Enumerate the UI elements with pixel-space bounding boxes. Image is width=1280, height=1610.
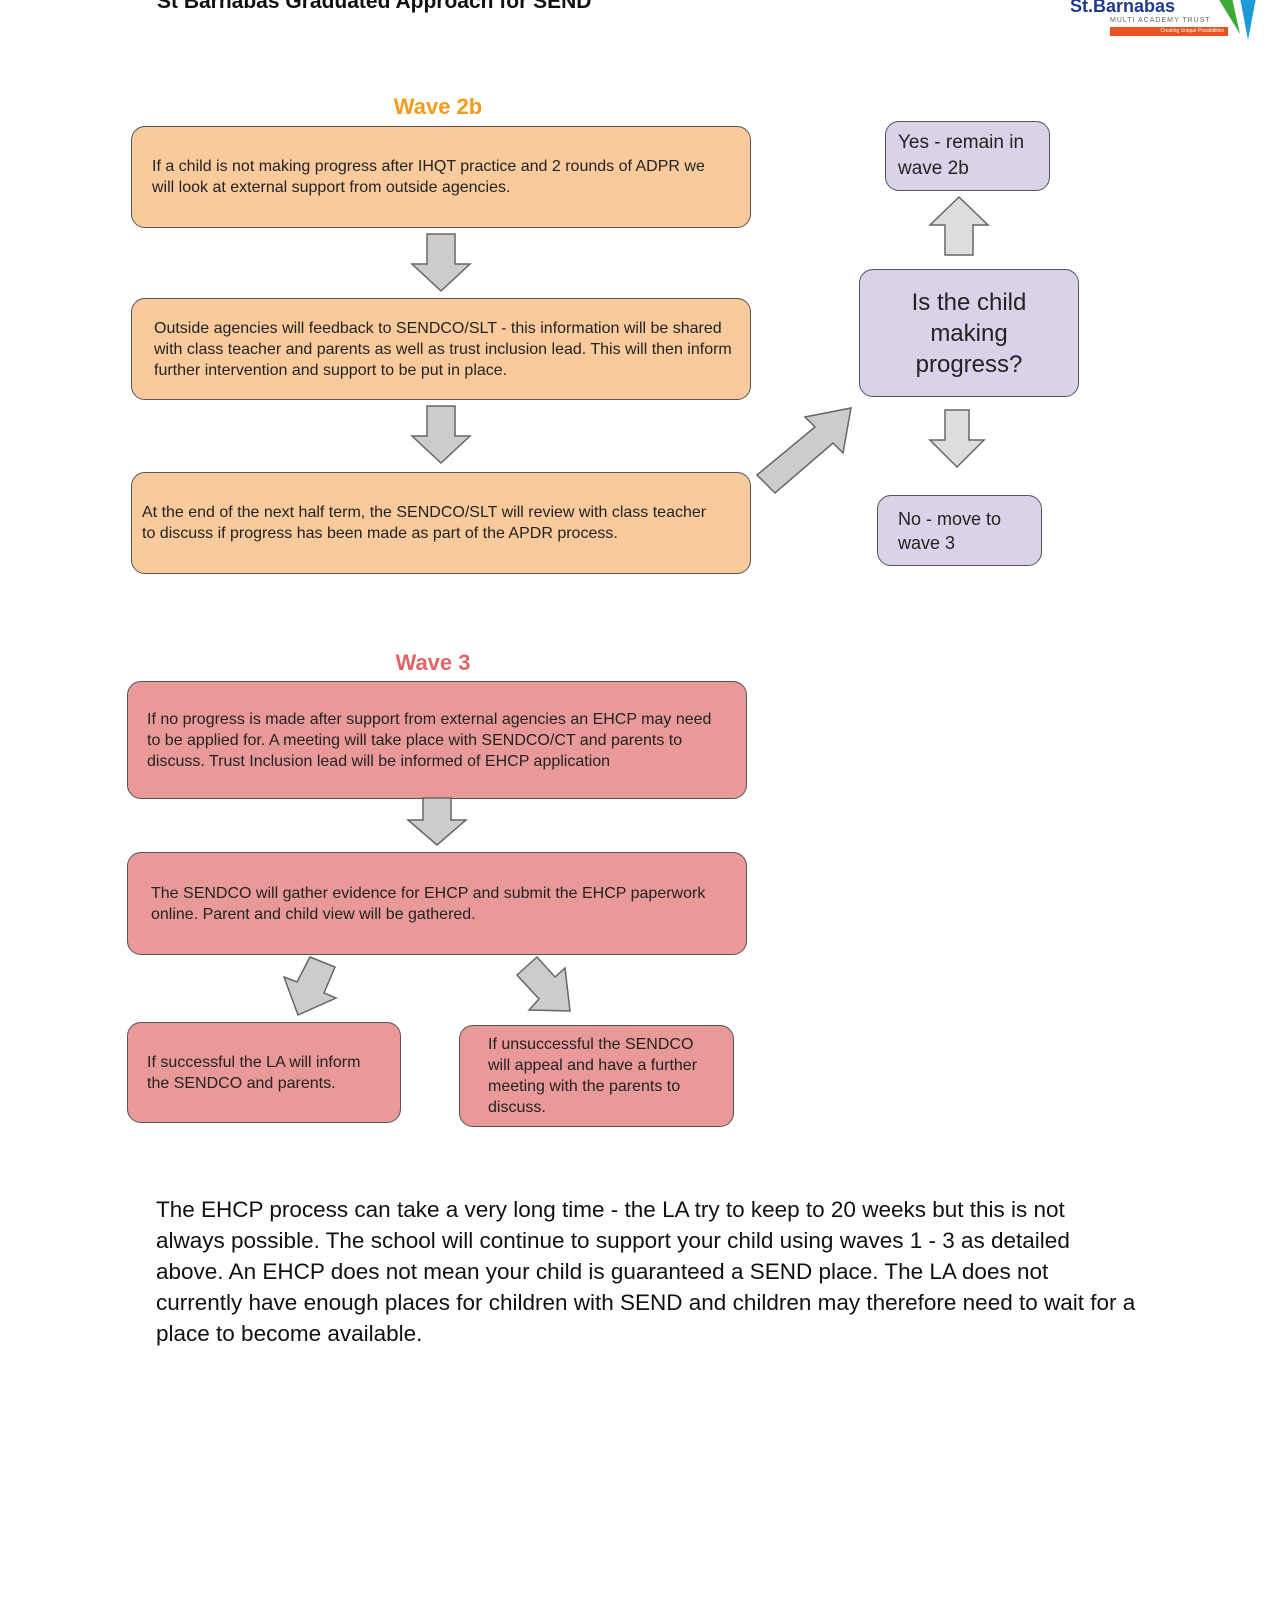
- wave-2b-step-2: Outside agencies will feedback to SENDCO…: [131, 298, 751, 400]
- logo-mark-icon: [1219, 0, 1256, 40]
- arrow-up-icon: [928, 195, 990, 256]
- arrow-down-icon: [405, 797, 469, 846]
- wave-2b-step-1: If a child is not making progress after …: [131, 126, 751, 228]
- logo-tagline: Creating Unique Possibilities: [1110, 27, 1228, 36]
- ehcp-successful-box: If successful the LA will inform the SEN…: [127, 1022, 401, 1123]
- logo-subtitle: MULTI ACADEMY TRUST: [1110, 17, 1211, 24]
- trust-logo: St.Barnabas MULTI ACADEMY TRUST Creating…: [1068, 0, 1258, 44]
- wave-3-step-2: The SENDCO will gather evidence for EHCP…: [127, 852, 747, 955]
- arrow-diagonal-up-right-icon: [755, 407, 852, 495]
- decision-no-box: No - move to wave 3: [877, 495, 1042, 566]
- ehcp-unsuccessful-box: If unsuccessful the SENDCO will appeal a…: [459, 1025, 734, 1127]
- decision-yes-box: Yes - remain in wave 2b: [885, 121, 1050, 191]
- arrow-down-icon: [410, 405, 472, 465]
- wave-3-step-1: If no progress is made after support fro…: [127, 681, 747, 799]
- arrow-down-icon: [928, 409, 986, 469]
- logo-name: St.Barnabas: [1070, 0, 1176, 16]
- decision-question-box: Is the child making progress?: [859, 269, 1079, 397]
- wave-2b-step-3: At the end of the next half term, the SE…: [131, 472, 751, 574]
- wave-2b-heading: Wave 2b: [393, 94, 483, 119]
- document-title: St Barnabas Graduated Approach for SEND: [157, 0, 592, 13]
- arrow-diagonal-down-right-icon: [515, 955, 571, 1012]
- arrow-diagonal-down-left-icon: [282, 956, 338, 1017]
- arrow-down-icon: [410, 233, 472, 293]
- wave-3-heading: Wave 3: [395, 650, 471, 675]
- ehcp-note-paragraph: The EHCP process can take a very long ti…: [156, 1197, 1136, 1346]
